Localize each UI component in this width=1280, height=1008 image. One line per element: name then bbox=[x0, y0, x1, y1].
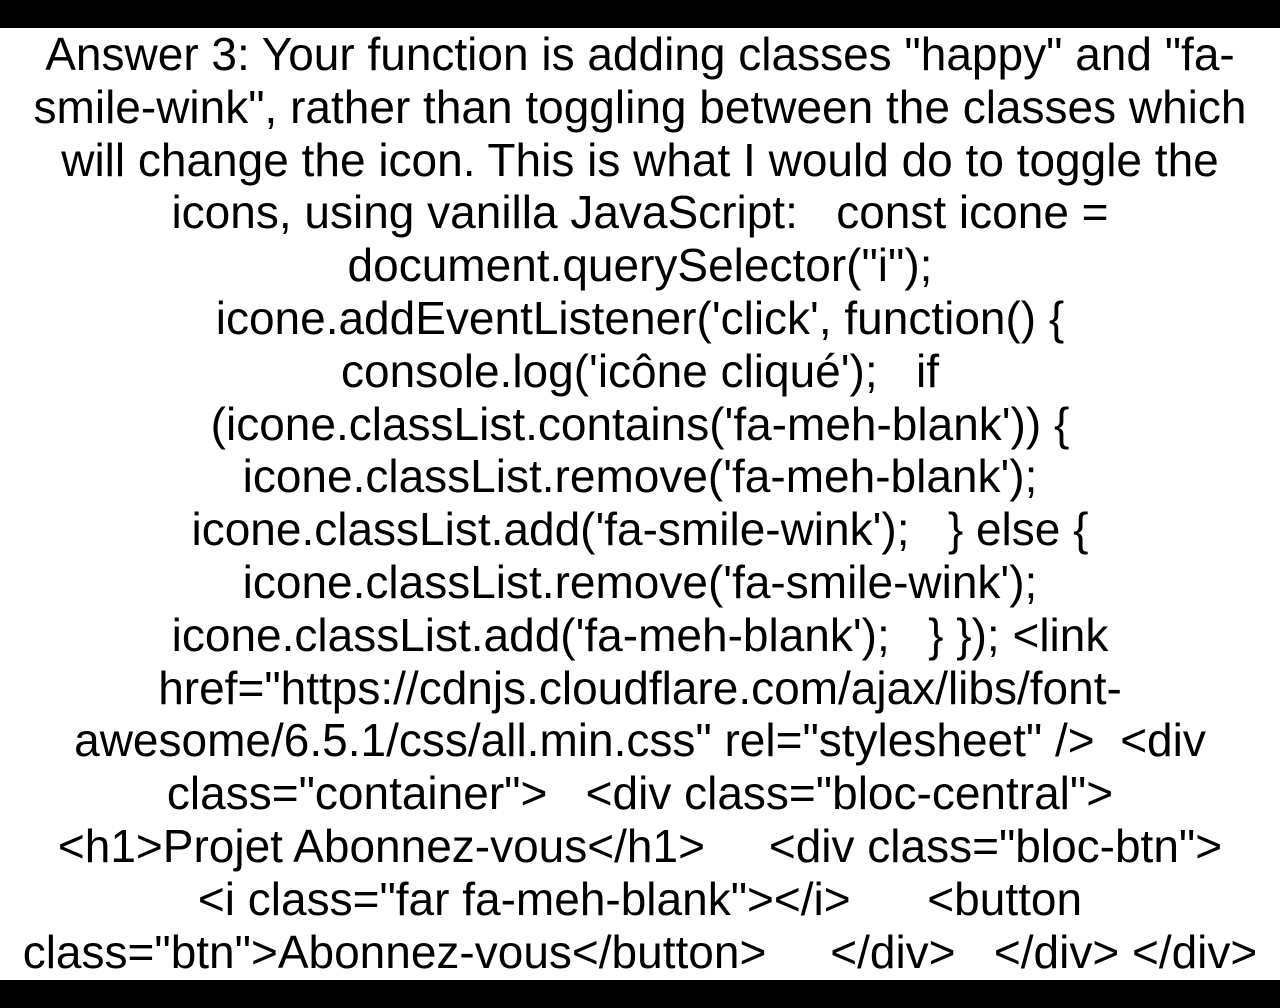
answer-text-line: icone.addEventListener('click', function… bbox=[215, 291, 1065, 344]
answer-text-line: icone.classList.remove('fa-meh-blank'); bbox=[242, 450, 1038, 503]
answer-text-block: Answer 3: Your function is adding classe… bbox=[0, 28, 1280, 980]
answer-text-line: awesome/6.5.1/css/all.min.css" rel="styl… bbox=[74, 714, 1206, 767]
answer-text-line: href="https://cdnjs.cloudflare.com/ajax/… bbox=[158, 661, 1122, 714]
answer-text-line: (icone.classList.contains('fa-meh-blank'… bbox=[210, 397, 1070, 450]
answer-text-line: <i class="far fa-meh-blank"></i> <button bbox=[197, 872, 1083, 925]
answer-text-line: console.log('icône cliqué'); if bbox=[341, 344, 939, 397]
answer-text-line: document.querySelector("i"); bbox=[347, 239, 933, 292]
answer-text-line: smile-wink", rather than toggling betwee… bbox=[33, 80, 1247, 133]
top-letterbox-bar bbox=[0, 0, 1280, 28]
answer-text-line: <h1>Projet Abonnez-vous</h1> <div class=… bbox=[57, 819, 1223, 872]
answer-text-line: icone.classList.add('fa-smile-wink'); } … bbox=[191, 503, 1089, 556]
bottom-letterbox-bar bbox=[0, 980, 1280, 1008]
answer-text-line: icone.classList.add('fa-meh-blank'); } }… bbox=[171, 608, 1109, 661]
answer-text-line: Answer 3: Your function is adding classe… bbox=[45, 28, 1235, 80]
answer-text-line: class="container"> <div class="bloc-cent… bbox=[166, 767, 1114, 820]
answer-text-line: will change the icon. This is what I wou… bbox=[61, 133, 1219, 186]
answer-text-line: class="btn">Abonnez-vous</button> </div>… bbox=[22, 925, 1258, 978]
answer-text-line: icons, using vanilla JavaScript: const i… bbox=[171, 186, 1109, 239]
answer-text-line: icone.classList.remove('fa-smile-wink'); bbox=[242, 555, 1038, 608]
